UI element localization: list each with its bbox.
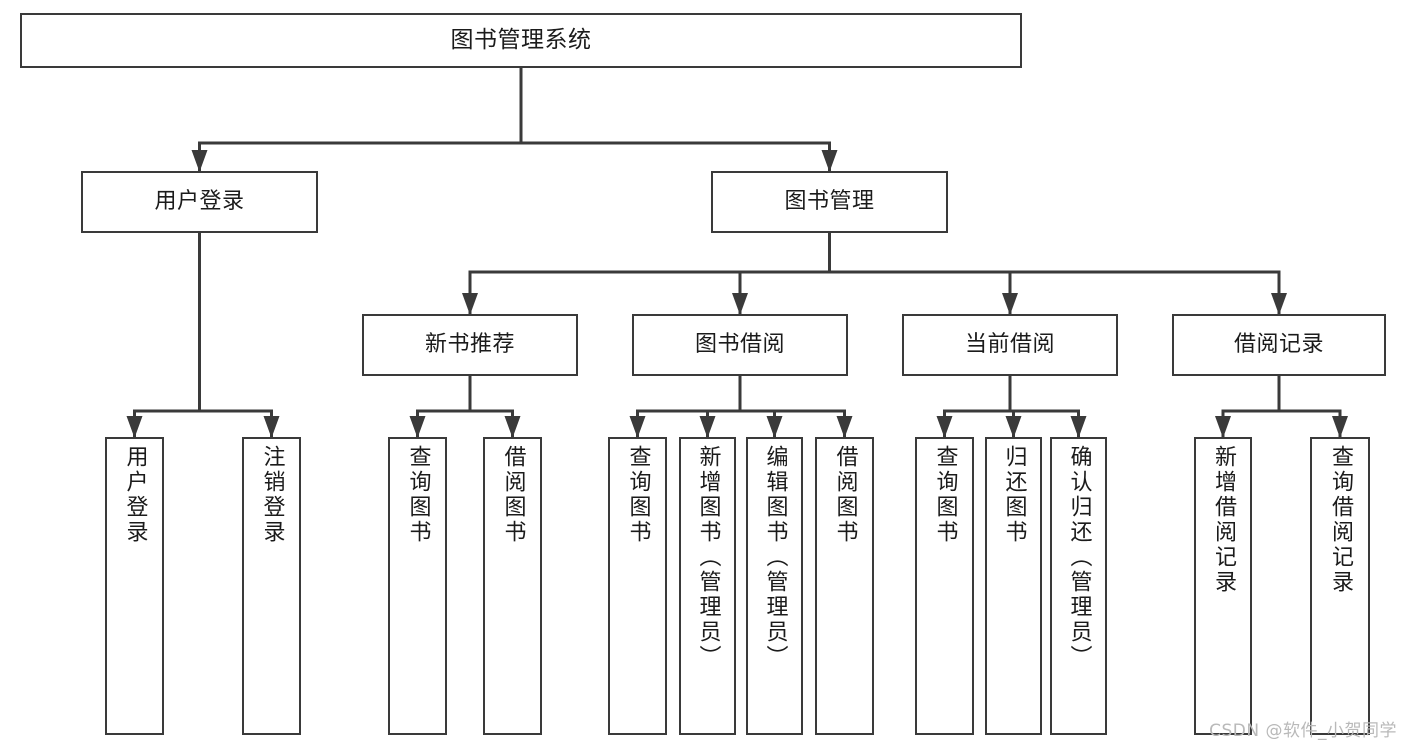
node-label-leaf-rec-query: 查询借阅记录 (1328, 445, 1353, 595)
node-label-leaf-cb-confirm: 确认归还（管理员） (1066, 445, 1092, 670)
node-root[interactable]: 图书管理系统 (20, 13, 1022, 68)
arrowhead-leaf-cb-confirm (1070, 416, 1087, 438)
node-leaf-nb-borrow[interactable]: 借阅图书 (483, 437, 542, 735)
arrowhead-leaf-user-logout (263, 416, 280, 438)
node-current[interactable]: 当前借阅 (902, 314, 1118, 376)
node-leaf-cb-confirm[interactable]: 确认归还（管理员） (1050, 437, 1107, 735)
node-label-bookmgmt: 图书管理 (784, 189, 875, 215)
node-label-leaf-cb-query: 查询图书 (932, 445, 958, 545)
node-bookmgmt[interactable]: 图书管理 (711, 171, 948, 233)
arrowhead-leaf-rec-add (1215, 416, 1231, 438)
node-leaf-cb-return[interactable]: 归还图书 (985, 437, 1042, 735)
arrowhead-leaf-bb-add (699, 416, 716, 438)
node-label-leaf-rec-add: 新增借阅记录 (1211, 445, 1236, 595)
node-label-records: 借阅记录 (1233, 332, 1324, 358)
arrowhead-leaf-nb-query (409, 416, 426, 438)
node-label-leaf-cb-return: 归还图书 (1001, 445, 1027, 545)
node-label-leaf-bb-edit: 编辑图书（管理员） (762, 445, 788, 670)
node-label-newbooks: 新书推荐 (424, 332, 515, 358)
node-leaf-rec-query[interactable]: 查询借阅记录 (1310, 437, 1370, 735)
node-login[interactable]: 用户登录 (81, 171, 318, 233)
arrowhead-login (191, 150, 208, 172)
node-label-borrow: 图书借阅 (694, 332, 785, 358)
node-leaf-cb-query[interactable]: 查询图书 (915, 437, 974, 735)
node-borrow[interactable]: 图书借阅 (632, 314, 848, 376)
node-label-leaf-nb-borrow: 借阅图书 (500, 445, 526, 545)
arrowhead-records (1271, 293, 1287, 315)
node-label-leaf-user-login: 用户登录 (122, 445, 148, 545)
node-leaf-rec-add[interactable]: 新增借阅记录 (1194, 437, 1252, 735)
node-label-root: 图书管理系统 (450, 26, 592, 53)
node-newbooks[interactable]: 新书推荐 (362, 314, 578, 376)
node-records[interactable]: 借阅记录 (1172, 314, 1386, 376)
arrowhead-current (1002, 293, 1018, 315)
watermark-label: CSDN @软件_小贺同学 (1209, 721, 1397, 741)
arrowhead-leaf-bb-query (629, 416, 646, 438)
node-label-leaf-bb-borrow: 借阅图书 (832, 445, 858, 545)
arrowhead-leaf-bb-borrow (836, 416, 853, 438)
node-leaf-user-logout[interactable]: 注销登录 (242, 437, 301, 735)
arrowhead-leaf-cb-return (1005, 416, 1022, 438)
arrowhead-leaf-user-login (126, 416, 143, 438)
arrowhead-leaf-cb-query (936, 416, 953, 438)
node-label-leaf-user-logout: 注销登录 (259, 445, 285, 545)
arrowhead-leaf-nb-borrow (504, 416, 521, 438)
node-label-leaf-nb-query: 查询图书 (405, 445, 431, 545)
arrowhead-newbooks (462, 293, 478, 315)
node-leaf-bb-edit[interactable]: 编辑图书（管理员） (746, 437, 803, 735)
node-label-leaf-bb-query: 查询图书 (625, 445, 651, 545)
node-label-current: 当前借阅 (964, 332, 1055, 358)
arrowhead-leaf-bb-edit (766, 416, 783, 438)
node-leaf-bb-borrow[interactable]: 借阅图书 (815, 437, 874, 735)
node-leaf-nb-query[interactable]: 查询图书 (388, 437, 447, 735)
arrowhead-borrow (732, 293, 748, 315)
node-label-login: 用户登录 (154, 189, 245, 215)
node-leaf-bb-add[interactable]: 新增图书（管理员） (679, 437, 736, 735)
node-label-leaf-bb-add: 新增图书（管理员） (695, 445, 721, 670)
node-leaf-user-login[interactable]: 用户登录 (105, 437, 164, 735)
arrowhead-bookmgmt (821, 150, 838, 172)
arrowhead-leaf-rec-query (1332, 416, 1348, 438)
node-leaf-bb-query[interactable]: 查询图书 (608, 437, 667, 735)
